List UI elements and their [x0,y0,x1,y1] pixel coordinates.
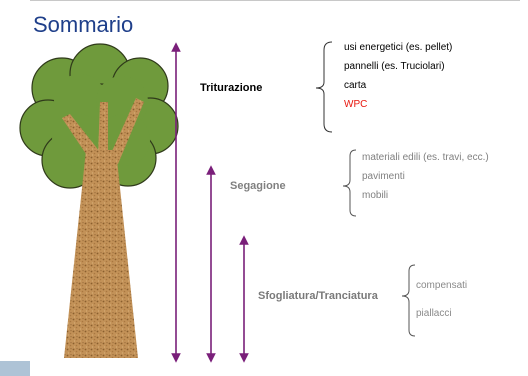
list-item: pannelli (es. Truciolari) [344,61,445,72]
list-item: materiali edili (es. travi, ecc.) [362,152,489,163]
list-item: piallacci [416,308,452,319]
tree-trunk [62,98,144,358]
stage-label-sfogliatura: Sfogliatura/Tranciatura [258,290,378,302]
brace-segagione [342,149,357,217]
stage-label-segagione: Segagione [230,180,286,192]
list-item-highlight: WPC [344,99,368,110]
slide-top-rule [30,0,520,1]
brace-sfogliatura [401,264,416,337]
product-list-sfogliatura: compensati piallacci [416,272,467,328]
list-item: usi energetici (es. pellet) [344,42,453,53]
slide-left-margin [0,0,30,376]
slide-title: Sommario [33,12,134,37]
list-item: pavimenti [362,171,405,182]
product-list-triturazione: usi energetici (es. pellet) pannelli (es… [344,38,452,114]
product-list-segagione: materiali edili (es. travi, ecc.) pavime… [362,148,489,205]
brace-triturazione [315,41,333,133]
stage-label-triturazione: Triturazione [200,82,263,94]
list-item: carta [344,80,367,91]
tree-illustration [19,43,179,358]
list-item: mobili [362,190,389,201]
list-item: compensati [416,280,468,291]
slide-corner-accent [0,361,30,376]
slide-bottom-margin [0,361,528,376]
